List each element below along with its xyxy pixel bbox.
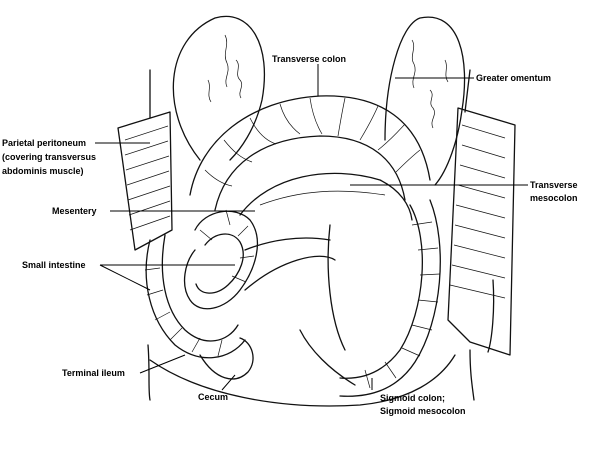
sigmoid-colon-drawing (299, 199, 441, 397)
label-transverse-mesocolon: Transverse (530, 180, 578, 190)
label-cecum: Cecum (198, 392, 228, 402)
transverse-colon-drawing (189, 95, 431, 211)
mesocolon-drawing (147, 172, 475, 407)
greater-omentum-drawing (172, 15, 466, 186)
small-intestine-drawing (144, 209, 336, 359)
cecum-drawing (199, 337, 254, 380)
label-parietal-peritoneum: Parietal peritoneum (2, 138, 86, 148)
leader-lines (95, 64, 528, 391)
label-mesentery: Mesentery (52, 206, 97, 216)
label-greater-omentum: Greater omentum (476, 73, 551, 83)
label-transverse-colon: Transverse colon (272, 54, 346, 64)
label-sigmoid: Sigmoid colon; (380, 393, 445, 403)
label-parietal-peritoneum-line2: (covering transversus (2, 152, 96, 162)
abdominal-wall-drawing (117, 69, 516, 356)
label-transverse-mesocolon-line2: mesocolon (530, 193, 578, 203)
label-terminal-ileum: Terminal ileum (62, 368, 125, 378)
labels: Transverse colon Greater omentum Parieta… (2, 54, 578, 416)
label-small-intestine: Small intestine (22, 260, 86, 270)
label-sigmoid-line2: Sigmoid mesocolon (380, 406, 466, 416)
label-parietal-peritoneum-line3: abdominis muscle) (2, 166, 84, 176)
